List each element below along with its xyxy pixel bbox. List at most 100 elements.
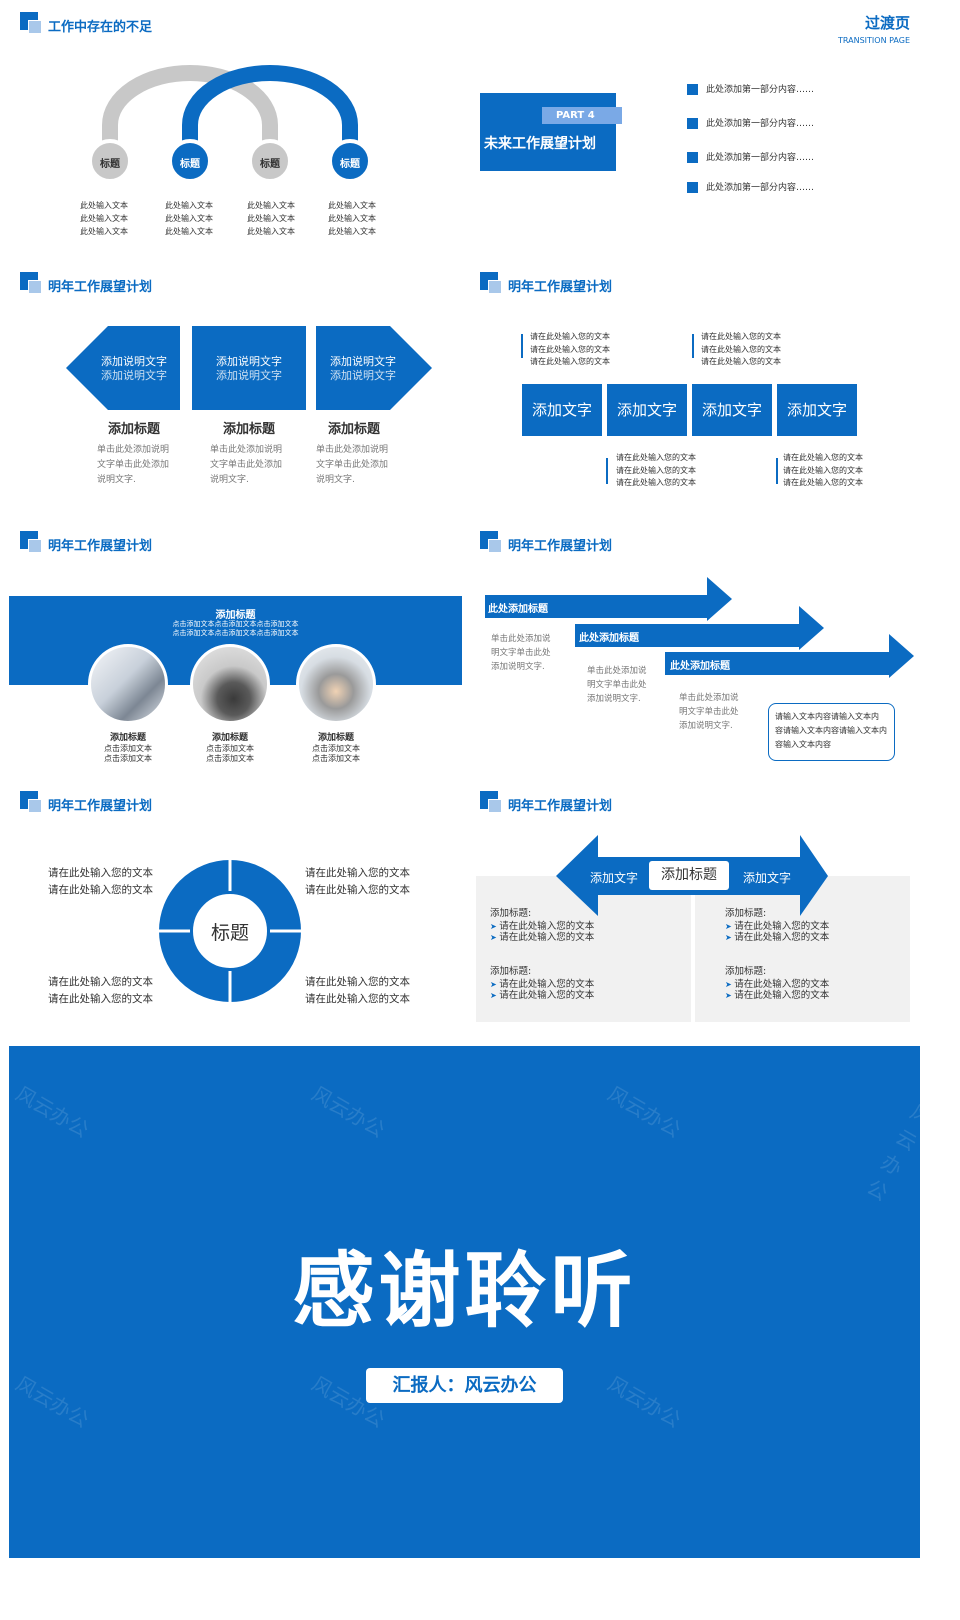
text-box: 添加文字 xyxy=(522,384,602,436)
note-line xyxy=(692,334,694,358)
slide-transition: 过渡页 TRANSITION PAGE PART 4 未来工作展望计划 此处添加… xyxy=(480,0,960,268)
node-label: 标题 xyxy=(180,159,200,170)
photo-caption: 添加标题点击添加文本点击添加文本 xyxy=(206,733,254,763)
node-text: 此处输入文本此处输入文本此处输入文本 xyxy=(80,201,128,236)
arrow-label: 此处添加标题 xyxy=(579,633,639,644)
cycle-ring xyxy=(153,854,307,1008)
compare-block: 添加标题: ➤ 请在此处输入您的文本 ➤ 请在此处输入您的文本 xyxy=(490,966,595,1001)
step-arrows xyxy=(485,577,914,678)
note-line xyxy=(521,334,523,358)
logo-squares xyxy=(20,531,46,557)
slide-next-year-cycle: 明年工作展望计划 标题 请在此处输入您的文本请在此处输入您的文本 请在此处输入您… xyxy=(0,779,480,1047)
part-tag: PART 4 xyxy=(542,107,622,124)
part-box xyxy=(480,93,616,171)
part-item: 此处添加第一部分内容…… xyxy=(706,153,815,163)
part-item: 此处添加第一部分内容…… xyxy=(706,183,815,193)
compare-block: 添加标题: ➤ 请在此处输入您的文本 ➤ 请在此处输入您的文本 xyxy=(490,908,595,943)
note-box: 请输入文本内容请输入文本内容请输入文本内容请输入文本内容输入文本内容 xyxy=(768,703,895,761)
node-label: 标题 xyxy=(340,159,360,170)
compare-block: 添加标题: ➤ 请在此处输入您的文本 ➤ 请在此处输入您的文本 xyxy=(725,966,830,1001)
slide-next-year-boxes: 明年工作展望计划 请在此处输入您的文本请在此处输入您的文本请在此处输入您的文本 … xyxy=(460,260,960,528)
top-note: 请在此处输入您的文本请在此处输入您的文本请在此处输入您的文本 xyxy=(701,332,781,366)
reporter-label: 汇报人：风云办公 xyxy=(366,1368,563,1403)
bullet-square xyxy=(687,84,698,95)
slide-next-year-arrows: 明年工作展望计划 此处添加标题 此处添加标题 此处添加标题 单击此处添加说明文字… xyxy=(460,519,960,787)
transition-subheading: TRANSITION PAGE xyxy=(838,36,910,45)
slide-next-year-photos: 明年工作展望计划 添加标题 点击添加文本点击添加文本点击添加文本点击添加文本点击… xyxy=(0,519,480,787)
top-note: 请在此处输入您的文本请在此处输入您的文本请在此处输入您的文本 xyxy=(530,332,610,366)
card-shapes xyxy=(66,326,432,410)
slide-title: 工作中存在的不足 xyxy=(48,20,153,35)
watermark: 风云办公 xyxy=(603,1081,685,1143)
logo-squares xyxy=(480,272,506,298)
logo-squares xyxy=(20,272,46,298)
arrow-label: 此处添加标题 xyxy=(670,661,730,672)
logo-squares xyxy=(480,791,506,817)
node-label: 标题 xyxy=(100,159,120,170)
arrow-desc: 单击此处添加说明文字单击此处添加说明文字. xyxy=(491,634,551,672)
part-item: 此处添加第一部分内容…… xyxy=(706,85,815,95)
bullet-square xyxy=(687,118,698,129)
note-line xyxy=(606,458,608,484)
arrow-label-right: 添加文字 xyxy=(743,871,792,885)
arrow-label: 此处添加标题 xyxy=(488,604,548,615)
watermark: 风云办公 xyxy=(603,1371,685,1433)
cycle-text: 请在此处输入您的文本请在此处输入您的文本 xyxy=(48,976,153,1005)
card-heading: 添加标题 xyxy=(222,422,275,437)
cycle-center-label: 标题 xyxy=(210,922,249,944)
arrow-label-left: 添加文字 xyxy=(590,871,639,885)
arrow-desc: 单击此处添加说明文字单击此处添加说明文字. xyxy=(679,693,739,731)
bottom-note: 请在此处输入您的文本请在此处输入您的文本请在此处输入您的文本 xyxy=(783,453,863,487)
text-box: 添加文字 xyxy=(692,384,772,436)
cycle-text: 请在此处输入您的文本请在此处输入您的文本 xyxy=(48,867,153,896)
card-desc: 单击此处添加说明文字单击此处添加说明文字. xyxy=(316,445,389,485)
text-box: 添加文字 xyxy=(777,384,857,436)
transition-heading: 过渡页 xyxy=(864,14,910,32)
card-heading: 添加标题 xyxy=(107,422,160,437)
part-item: 此处添加第一部分内容…… xyxy=(706,119,815,129)
watermark: 风云办公 xyxy=(11,1081,93,1143)
slide-title: 明年工作展望计划 xyxy=(508,539,613,554)
photo-caption: 添加标题点击添加文本点击添加文本 xyxy=(312,733,360,763)
node-label: 标题 xyxy=(260,159,280,170)
watermark: 风云办公 xyxy=(862,1099,920,1206)
bottom-note: 请在此处输入您的文本请在此处输入您的文本请在此处输入您的文本 xyxy=(616,453,696,487)
card-desc: 单击此处添加说明文字单击此处添加说明文字. xyxy=(97,445,170,485)
slide-work-shortcomings: 工作中存在的不足 标题 标题 标题 标题 此处输入文本此处输入文本此处输入文本 … xyxy=(0,0,480,268)
logo-squares xyxy=(20,791,46,817)
photo-caption: 添加标题点击添加文本点击添加文本 xyxy=(104,733,152,763)
cycle-text: 请在此处输入您的文本请在此处输入您的文本 xyxy=(305,867,410,896)
arrow-desc: 单击此处添加说明文字单击此处添加说明文字. xyxy=(587,666,647,704)
slide-title: 明年工作展望计划 xyxy=(508,280,613,295)
keyboard-photo xyxy=(88,644,168,724)
band-title: 添加标题 xyxy=(215,610,256,621)
node-text: 此处输入文本此处输入文本此处输入文本 xyxy=(165,201,213,236)
bullet-square xyxy=(687,152,698,163)
card-heading: 添加标题 xyxy=(327,422,380,437)
cycle-text: 请在此处输入您的文本请在此处输入您的文本 xyxy=(305,976,410,1005)
band-text: 点击添加文本点击添加文本点击添加文本点击添加文本点击添加文本点击添加文本 xyxy=(172,620,299,637)
slide-next-year-compare: 明年工作展望计划 添加标题 添加文字 添加文字 添加标题: ➤ 请在此处输入您的… xyxy=(460,779,960,1047)
part-title: 未来工作展望计划 xyxy=(484,136,596,152)
ending-slide: 风云办公 风云办公 风云办公 风云办公 风云办公 风云办公 风云办公 感谢聆听 … xyxy=(9,1046,920,1558)
logo-squares xyxy=(480,531,506,557)
slide-title: 明年工作展望计划 xyxy=(508,799,613,814)
arc-diagram xyxy=(88,65,372,183)
slide-next-year-cards: 明年工作展望计划 添加说明文字添加说明文字 添加说明文字添加说明文字 添加说明文… xyxy=(0,260,480,528)
watermark: 风云办公 xyxy=(11,1371,93,1433)
slide-title: 明年工作展望计划 xyxy=(48,280,153,295)
card-text: 添加说明文字添加说明文字 xyxy=(216,355,282,382)
bullet-square xyxy=(687,182,698,193)
node-text: 此处输入文本此处输入文本此处输入文本 xyxy=(328,201,376,236)
slide-title: 明年工作展望计划 xyxy=(48,539,153,554)
typing-photo xyxy=(190,644,270,724)
logo-squares xyxy=(20,12,46,38)
thank-you-title: 感谢聆听 xyxy=(292,1244,637,1339)
compare-block: 添加标题: ➤ 请在此处输入您的文本 ➤ 请在此处输入您的文本 xyxy=(725,908,830,943)
handshake-photo xyxy=(296,644,376,724)
watermark: 风云办公 xyxy=(307,1081,389,1143)
slide-title: 明年工作展望计划 xyxy=(48,799,153,814)
note-line xyxy=(776,458,778,484)
card-desc: 单击此处添加说明文字单击此处添加说明文字. xyxy=(210,445,283,485)
card-text: 添加说明文字添加说明文字 xyxy=(330,355,396,382)
